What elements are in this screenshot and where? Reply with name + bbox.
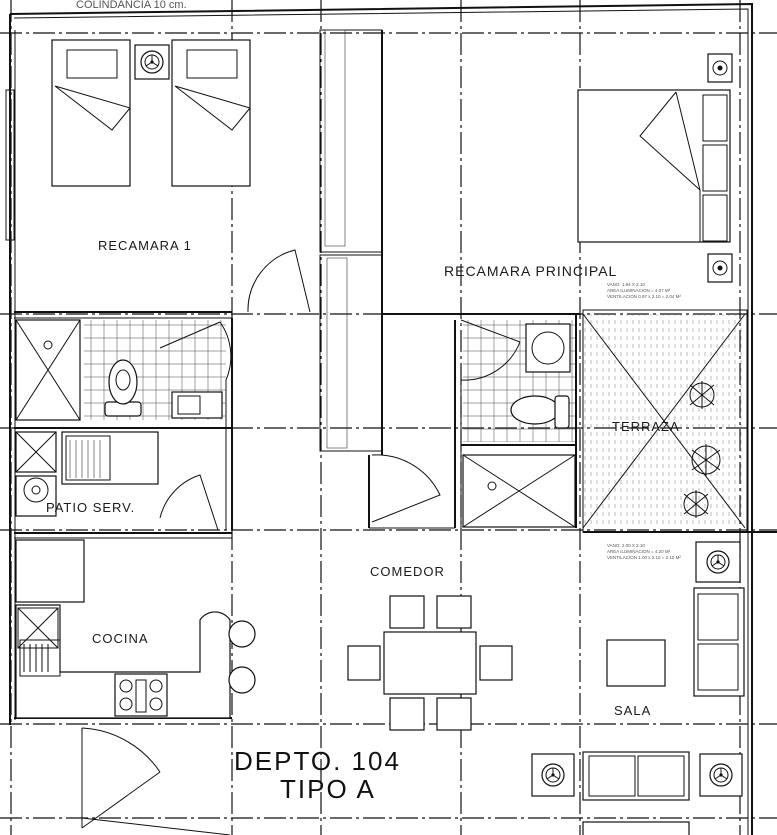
door-patio[interactable] bbox=[159, 474, 219, 531]
room-label-patio-serv: PATIO SERV. bbox=[46, 500, 135, 515]
laundry-sink bbox=[15, 431, 57, 473]
room-label-cocina: COCINA bbox=[92, 631, 149, 646]
nightstand-1 bbox=[134, 44, 170, 80]
note-sala-3: VENTILACION 1.00 x 2.10 = 2.10 M² bbox=[607, 555, 681, 560]
room-label-recamara-principal: RECAMARA PRINCIPAL bbox=[444, 263, 617, 279]
outer-walls bbox=[5, 2, 753, 835]
washer bbox=[61, 431, 159, 485]
water-heater bbox=[15, 475, 57, 517]
fan-icon bbox=[541, 763, 565, 787]
furniture-edge bbox=[582, 821, 690, 835]
bed-right bbox=[171, 39, 251, 187]
kitchen-counter bbox=[15, 604, 231, 719]
note-sala-1: VANO: 2.00 X 2.10 bbox=[607, 543, 645, 548]
bed-principal bbox=[577, 89, 731, 243]
terrace-deck bbox=[582, 313, 746, 529]
sofa-right bbox=[693, 587, 745, 697]
title-line-2: TIPO A bbox=[280, 774, 376, 804]
entry-door[interactable] bbox=[81, 727, 161, 829]
sink-2 bbox=[525, 323, 571, 373]
door-principal[interactable] bbox=[371, 454, 441, 523]
bar-stools bbox=[228, 620, 256, 694]
interior-walls bbox=[14, 29, 777, 719]
note-principal-2: AREA ILUMINACION = 4.07 M² bbox=[607, 288, 671, 293]
shower-1 bbox=[15, 319, 81, 421]
dining-table bbox=[347, 595, 513, 731]
refrigerator bbox=[15, 539, 85, 603]
fan-icon bbox=[140, 50, 164, 74]
side-table-left bbox=[531, 753, 575, 797]
toilet-1 bbox=[104, 359, 142, 417]
note-principal-3: VENTILACION 0.97 x 2.10 = 2.04 M² bbox=[607, 294, 681, 299]
fan-icon bbox=[706, 550, 730, 574]
coffee-table bbox=[606, 639, 666, 687]
note-sala-2: AREA ILUMINACION = 4.20 M² bbox=[607, 549, 671, 554]
room-label-sala: SALA bbox=[614, 703, 651, 718]
door-bathroom-1[interactable] bbox=[159, 321, 232, 381]
stove bbox=[114, 673, 168, 717]
nightstand-principal-top bbox=[707, 53, 733, 83]
bed-left bbox=[51, 39, 131, 187]
room-label-terraza: TERRAZA bbox=[612, 419, 680, 434]
room-label-comedor: COMEDOR bbox=[370, 564, 445, 579]
door-bathroom-2[interactable] bbox=[460, 319, 521, 381]
title-line-1: DEPTO. 104 bbox=[234, 746, 401, 776]
shower-2 bbox=[462, 454, 576, 528]
note-principal-1: VANO: 1.94 X 2.10 bbox=[607, 282, 645, 287]
sofa-bottom bbox=[582, 751, 690, 801]
nightstand-principal-bottom bbox=[707, 253, 733, 283]
side-table-top bbox=[695, 541, 741, 583]
plant-icon bbox=[683, 381, 721, 518]
toilet-2 bbox=[510, 395, 570, 429]
side-table-right bbox=[699, 753, 743, 797]
door-bedroom-1[interactable] bbox=[247, 249, 311, 313]
neighbor-note: COLINDANCIA 10 cm. bbox=[76, 0, 187, 11]
fan-icon bbox=[709, 763, 733, 787]
room-label-recamara-1: RECAMARA 1 bbox=[98, 238, 192, 253]
sink-1 bbox=[171, 391, 223, 419]
